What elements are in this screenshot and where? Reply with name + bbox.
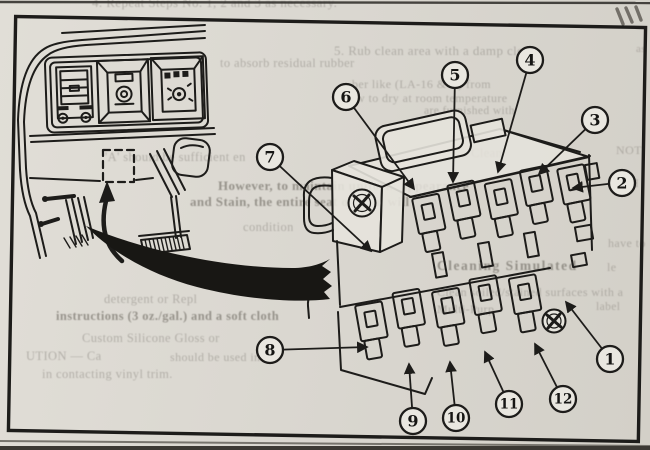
svg-text:10: 10 — [447, 411, 466, 427]
callout-2: 2 — [607, 168, 637, 198]
phillips-screw-icon — [347, 188, 377, 218]
callouts: 1 2 3 4 5 6 7 — [255, 45, 637, 436]
bleed-text-fragment: instructions (3 oz./gal.) and a soft clo… — [56, 309, 280, 323]
big-arrow-icon — [86, 226, 332, 301]
page-top-edge — [0, 0, 650, 5]
connector-tab — [469, 117, 507, 144]
corner-smudge — [615, 5, 643, 26]
svg-text:6: 6 — [340, 88, 351, 107]
turn-signal-stalk — [38, 194, 94, 249]
svg-text:3: 3 — [589, 111, 600, 130]
svg-text:11: 11 — [500, 397, 519, 413]
bleed-text-fragment: are furnished with — [424, 105, 515, 117]
steering-column — [149, 137, 211, 239]
callout-8: 8 — [255, 335, 285, 365]
svg-text:9: 9 — [407, 412, 418, 431]
callout-3: 3 — [580, 105, 610, 135]
bleed-text-fragment: detergent or Repl — [104, 292, 198, 306]
gauge-left-panel — [55, 65, 94, 124]
svg-text:2: 2 — [616, 174, 627, 193]
svg-text:1: 1 — [604, 350, 615, 369]
callout-12: 12 — [548, 384, 578, 414]
bleed-text-fragment: Cleaning Simulated — [437, 258, 578, 273]
bleed-text-fragment: should be used in — [170, 350, 261, 364]
figure-frame — [6, 14, 648, 444]
bleed-text-fragment: to absorb residual rubber — [220, 56, 355, 70]
dashboard-inset — [17, 24, 216, 264]
bleed-text-fragment: Custom Silicone Gloss or — [82, 331, 220, 345]
bleed-text-fragment: condition — [243, 220, 294, 234]
bleed-text-fragment: 4. Repeat Steps No. 1, 2 and 3 as necess… — [92, 0, 338, 10]
callout-leader — [345, 96, 416, 191]
callout-11: 11 — [494, 389, 524, 419]
fuse-clip-row-lower — [354, 273, 546, 362]
bleed-text-fragment: NOT — [616, 143, 642, 157]
callout-7: 7 — [255, 142, 285, 172]
bleed-text-fragment: w to dry at room temperature — [356, 91, 508, 105]
fuse-block — [302, 109, 601, 395]
callout-1: 1 — [595, 344, 625, 374]
callout-4: 4 — [515, 45, 545, 75]
callout-6: 6 — [331, 82, 361, 112]
bleed-text-fragment: UTION — Ca — [26, 349, 102, 363]
callout-10: 10 — [441, 403, 471, 433]
svg-text:5: 5 — [449, 66, 460, 85]
phillips-screw-icon — [541, 308, 567, 334]
callout-leader — [269, 341, 369, 354]
callout-leader — [447, 74, 460, 184]
bleed-text-fragment: le — [607, 260, 617, 274]
svg-text:4: 4 — [524, 51, 535, 70]
bleed-text-fragment: as — [636, 43, 646, 55]
fuse-clip-mid-hints — [431, 230, 540, 279]
center-switch-panel — [95, 58, 152, 124]
instrument-cluster — [43, 51, 210, 134]
callout-leader — [269, 156, 373, 253]
svg-text:7: 7 — [264, 148, 275, 167]
bleed-text-fragment: label — [596, 301, 621, 313]
page-bottom-edge — [0, 440, 650, 450]
right-switch-panel — [149, 55, 206, 122]
bleed-text-fragment: in contacting vinyl trim. — [42, 367, 173, 381]
fuse-panel-location-dashed-box — [101, 148, 136, 184]
svg-text:8: 8 — [264, 341, 275, 360]
connector-hood — [374, 109, 472, 173]
callout-leader — [495, 59, 531, 174]
svg-text:12: 12 — [554, 392, 573, 408]
callout-5: 5 — [440, 60, 470, 90]
callout-9: 9 — [398, 406, 428, 436]
